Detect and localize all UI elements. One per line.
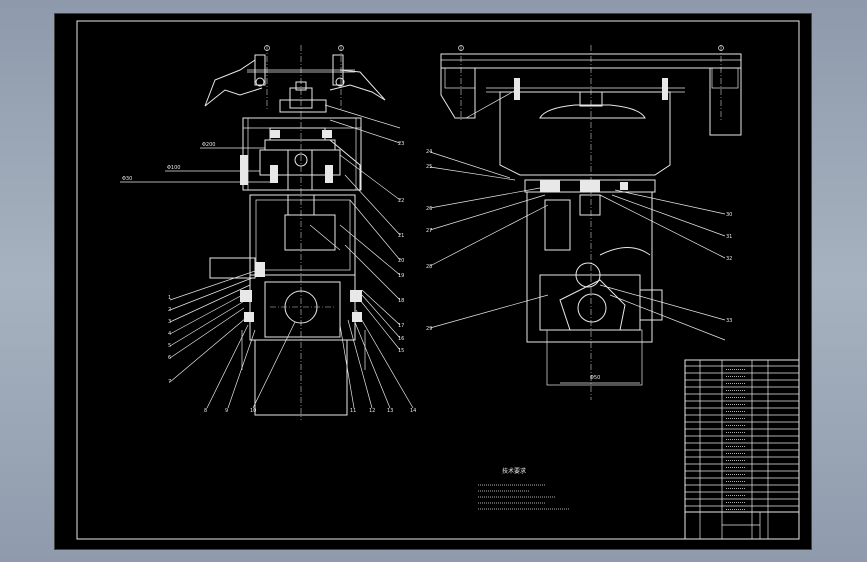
callout-7: 7 (168, 379, 171, 385)
callout-16: 16 (398, 336, 404, 342)
callout-28: 28 (426, 264, 432, 270)
callout-30: 30 (726, 212, 732, 218)
callout-27: 27 (426, 228, 432, 234)
right-side-view: 24 25 26 27 28 29 30 31 32 33 Φ50 (426, 45, 742, 400)
dim-phi200: Φ200 (202, 142, 215, 148)
callout-8: 8 (204, 408, 207, 414)
callout-29: 29 (426, 326, 432, 332)
callout-32: 32 (726, 256, 732, 262)
callout-23: 23 (398, 141, 404, 147)
left-section-view: Φ30 Φ100 Φ200 (120, 45, 416, 420)
notes-title: 技术要求 (502, 467, 526, 475)
callout-21: 21 (398, 233, 404, 239)
callout-12: 12 (369, 408, 375, 414)
callout-17: 17 (398, 323, 404, 329)
callout-15: 15 (398, 348, 404, 354)
parts-list-table (684, 359, 800, 540)
callout-20: 20 (398, 258, 404, 264)
callout-10: 10 (250, 408, 256, 414)
callout-13: 13 (387, 408, 393, 414)
callout-25: 25 (426, 164, 432, 170)
callout-1: 1 (168, 295, 171, 301)
callout-18: 18 (398, 298, 404, 304)
dim-phi30: Φ30 (122, 176, 132, 182)
technical-notes: 技术要求 (478, 467, 570, 510)
callout-14: 14 (410, 408, 416, 414)
callout-11: 11 (350, 408, 356, 414)
callout-19: 19 (398, 273, 404, 279)
callout-2: 2 (168, 307, 171, 313)
callout-22: 22 (398, 198, 404, 204)
drawing-border (76, 20, 800, 540)
callout-33: 33 (726, 318, 732, 324)
callout-26: 26 (426, 206, 432, 212)
callout-24: 24 (426, 149, 432, 155)
callout-5: 5 (168, 343, 171, 349)
callout-4: 4 (168, 331, 171, 337)
dim-phi100: Φ100 (167, 165, 180, 171)
callout-31: 31 (726, 234, 732, 240)
dim-phi50: Φ50 (590, 375, 600, 381)
callout-6: 6 (168, 355, 171, 361)
callout-3: 3 (168, 319, 171, 325)
callout-9: 9 (225, 408, 228, 414)
